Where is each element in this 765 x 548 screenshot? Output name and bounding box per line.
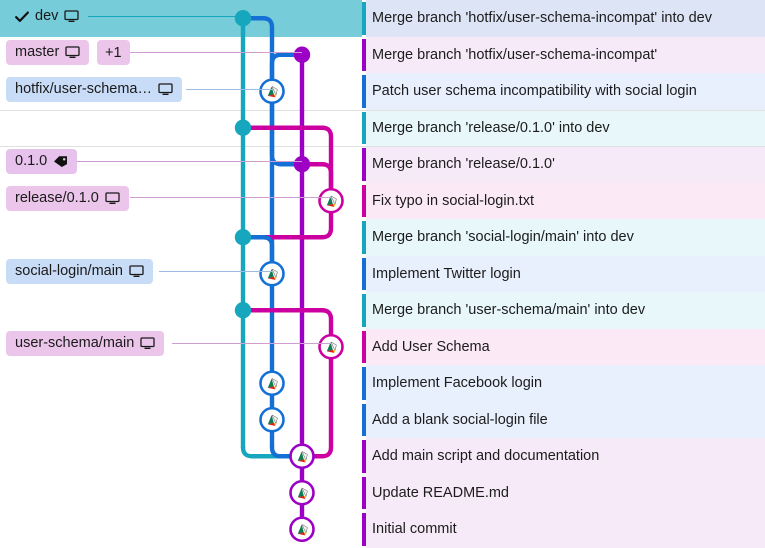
- commit-message: Merge branch 'release/0.1.0': [372, 156, 555, 172]
- row-message-background: [366, 438, 765, 475]
- row-branch-color-bar: [362, 221, 366, 254]
- ref-label-text: social-login/main: [15, 263, 123, 280]
- ref-label-text: hotfix/user-schema…: [15, 81, 152, 98]
- commit-message: Implement Twitter login: [372, 265, 521, 282]
- ref-connector-line: [130, 197, 331, 198]
- ref-label-release-0-1-0[interactable]: release/0.1.0: [6, 186, 129, 211]
- check-icon: [15, 11, 29, 23]
- commit-message: Add a blank social-login file: [372, 411, 548, 428]
- row-branch-color-bar: [362, 403, 366, 436]
- row-message-background: [366, 73, 765, 110]
- ref-label-text: 0.1.0: [15, 153, 48, 170]
- row-branch-color-bar: [362, 184, 366, 217]
- ref-label-0-1-0[interactable]: 0.1.0: [6, 149, 78, 174]
- row-branch-color-bar: [362, 367, 366, 400]
- ref-label-hotfix-user-schema-[interactable]: hotfix/user-schema…: [6, 77, 182, 102]
- row-branch-color-bar: [362, 257, 366, 290]
- row-branch-color-bar: [362, 513, 366, 546]
- commit-row[interactable]: Merge branch 'user-schema/main' into dev: [0, 292, 765, 329]
- ref-label-master[interactable]: master: [6, 40, 90, 65]
- ref-label-dev[interactable]: dev: [6, 4, 89, 29]
- monitor-icon: [65, 46, 80, 59]
- row-message-background: [366, 292, 765, 329]
- row-branch-color-bar: [362, 38, 366, 71]
- commit-message: Patch user schema incompatibility with s…: [372, 83, 697, 99]
- row-message-background: [366, 146, 765, 183]
- commit-message: Merge branch 'user-schema/main' into dev: [372, 302, 646, 318]
- ref-connector-line: [186, 89, 272, 90]
- commit-message: Fix typo in social-login.txt: [372, 192, 534, 209]
- commit-row[interactable]: Add a blank social-login file: [0, 401, 765, 438]
- row-branch-color-bar: [362, 148, 366, 181]
- row-branch-color-bar: [362, 2, 366, 35]
- commit-message: Initial commit: [372, 521, 457, 537]
- monitor-icon: [105, 192, 120, 205]
- commit-message: Update README.md: [372, 484, 509, 501]
- ref-connector-line: [86, 16, 243, 17]
- monitor-icon: [140, 337, 155, 350]
- row-separator: [0, 146, 765, 147]
- commit-message: Merge branch 'social-login/main' into de…: [372, 229, 634, 245]
- row-message-background: [366, 328, 765, 365]
- ref-label-user-schema-main[interactable]: user-schema/main: [6, 331, 165, 356]
- row-branch-color-bar: [362, 476, 366, 509]
- ref-label-text: release/0.1.0: [15, 190, 99, 207]
- monitor-icon: [129, 265, 144, 278]
- row-message-background: [366, 36, 765, 73]
- row-branch-color-bar: [362, 75, 366, 108]
- row-message-background: [366, 511, 765, 548]
- row-branch-color-bar: [362, 111, 366, 144]
- row-message-background: [366, 255, 765, 292]
- ref-label-text: user-schema/main: [15, 335, 135, 352]
- commit-message: Merge branch 'hotfix/user-schema-incompa…: [372, 46, 658, 63]
- commit-message: Add main script and documentation: [372, 448, 600, 464]
- ref-connector-line: [128, 52, 302, 53]
- ref-extra-count-badge[interactable]: +1: [97, 40, 130, 65]
- row-branch-color-bar: [362, 440, 366, 473]
- row-message-background: [366, 401, 765, 438]
- row-message-background: [366, 474, 765, 511]
- ref-connector-line: [159, 271, 272, 272]
- commit-message: Add User Schema: [372, 338, 490, 355]
- row-message-background: [366, 365, 765, 402]
- row-message-background: [366, 0, 765, 37]
- row-message-background: [366, 109, 765, 146]
- commit-message: Merge branch 'release/0.1.0' into dev: [372, 119, 610, 136]
- row-message-background: [366, 182, 765, 219]
- ref-label-social-login-main[interactable]: social-login/main: [6, 259, 153, 284]
- row-branch-color-bar: [362, 294, 366, 327]
- ref-label-text: master: [15, 44, 60, 61]
- monitor-icon: [158, 83, 173, 96]
- ref-label-text: dev: [35, 8, 59, 25]
- commit-message: Merge branch 'hotfix/user-schema-incompa…: [372, 10, 712, 26]
- monitor-icon: [64, 10, 80, 23]
- row-message-background: [366, 219, 765, 256]
- row-separator: [0, 109, 765, 111]
- commit-message: Implement Facebook login: [372, 375, 543, 391]
- ref-connector-line: [73, 161, 302, 162]
- commit-row[interactable]: Merge branch 'social-login/main' into de…: [0, 219, 765, 256]
- tag-icon: [53, 155, 68, 168]
- ref-connector-line: [172, 343, 331, 344]
- row-branch-color-bar: [362, 330, 366, 363]
- commit-row[interactable]: Merge branch 'hotfix/user-schema-incompa…: [0, 0, 765, 37]
